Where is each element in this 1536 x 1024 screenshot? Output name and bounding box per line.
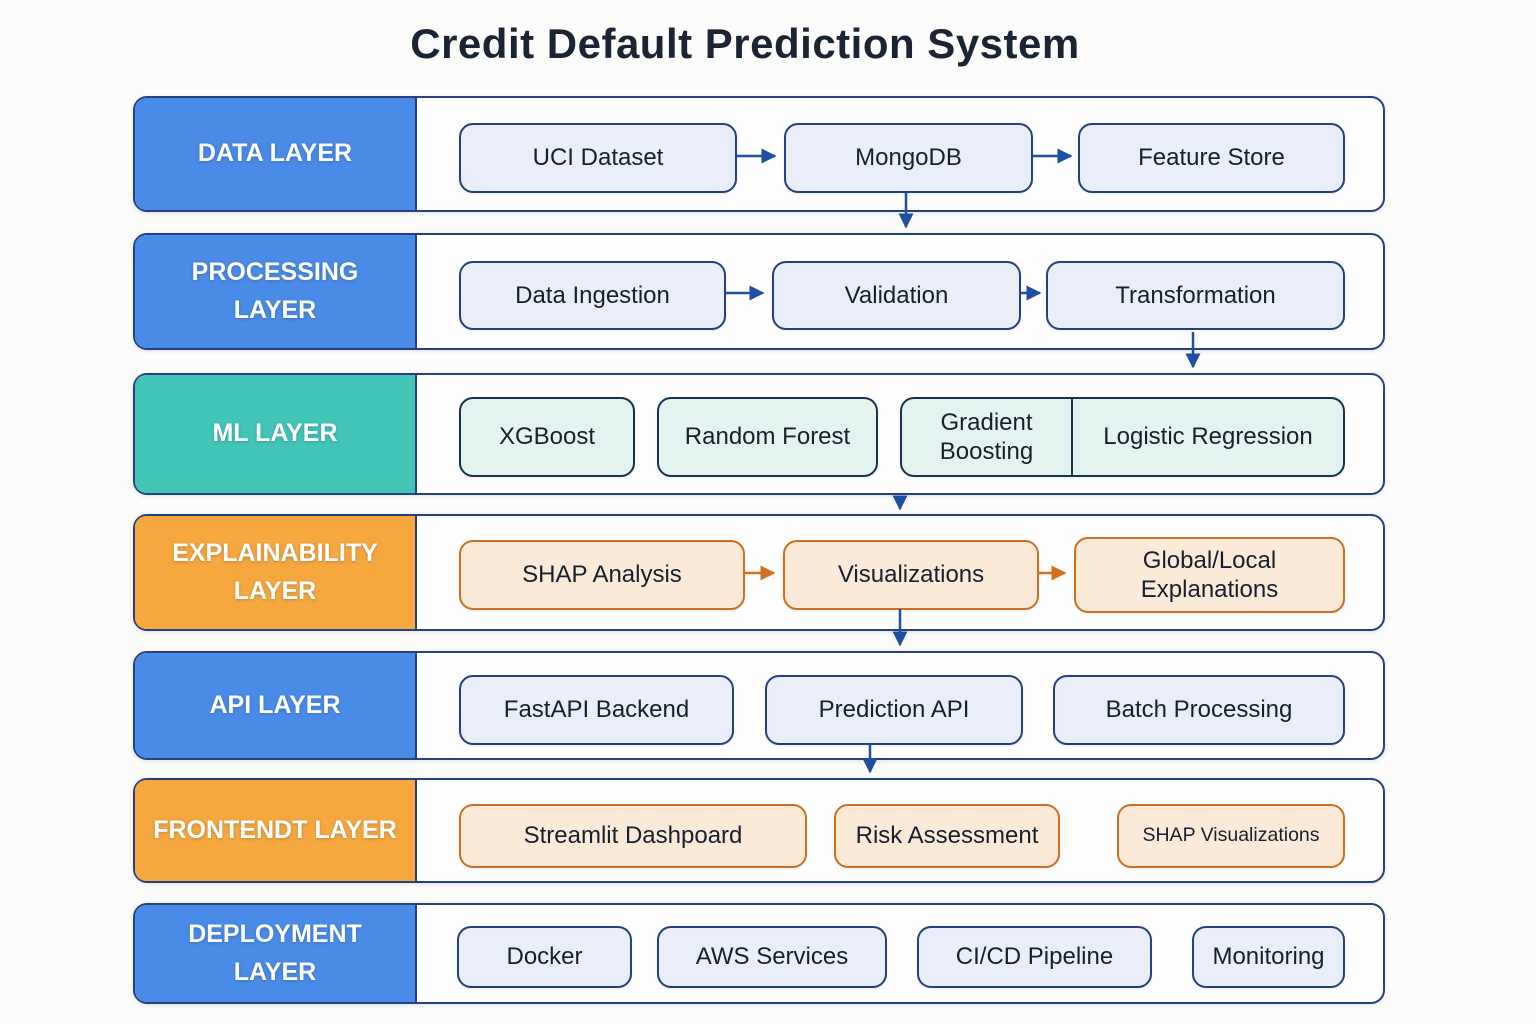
node-visualizations: Visualizations: [783, 540, 1039, 610]
node-risk-assessment: Risk Assessment: [834, 804, 1060, 868]
node-global-local-explanations: Global/Local Explanations: [1074, 537, 1345, 613]
node-xgboost: XGBoost: [459, 397, 635, 477]
node-shap-analysis: SHAP Analysis: [459, 540, 745, 610]
layer-label-api: API LAYER: [135, 653, 417, 758]
node-transformation: Transformation: [1046, 261, 1345, 330]
layer-label-processing: PROCESSING LAYER: [135, 235, 417, 348]
node-prediction-api: Prediction API: [765, 675, 1023, 745]
node-uci-dataset: UCI Dataset: [459, 123, 737, 193]
node-monitoring: Monitoring: [1192, 926, 1345, 988]
node-feature-store: Feature Store: [1078, 123, 1345, 193]
layer-row-explainability: EXPLAINABILITY LAYER SHAP Analysis Visua…: [133, 514, 1385, 631]
node-data-ingestion: Data Ingestion: [459, 261, 726, 330]
diagram-title: Credit Default Prediction System: [410, 20, 1080, 67]
layer-row-deployment: DEPLOYMENT LAYER Docker AWS Services CI/…: [133, 903, 1385, 1004]
node-fastapi-backend: FastAPI Backend: [459, 675, 734, 745]
node-ml-combo: Gradient Boosting Logistic Regression: [900, 397, 1345, 477]
node-shap-visualizations: SHAP Visualizations: [1117, 804, 1345, 868]
layer-label-deployment: DEPLOYMENT LAYER: [135, 905, 417, 1002]
layer-label-frontend: FRONTENDT LAYER: [135, 780, 417, 881]
node-streamlit-dashboard: Streamlit Dashpoard: [459, 804, 807, 868]
node-gradient-boosting: Gradient Boosting: [902, 399, 1073, 475]
layer-label-ml: ML LAYER: [135, 375, 417, 493]
node-batch-processing: Batch Processing: [1053, 675, 1345, 745]
node-aws-services: AWS Services: [657, 926, 887, 988]
layer-row-ml: ML LAYER XGBoost Random Forest Gradient …: [133, 373, 1385, 495]
node-validation: Validation: [772, 261, 1021, 330]
node-docker: Docker: [457, 926, 632, 988]
layer-row-processing: PROCESSING LAYER Data Ingestion Validati…: [133, 233, 1385, 350]
node-mongodb: MongoDB: [784, 123, 1033, 193]
layer-row-api: API LAYER FastAPI Backend Prediction API…: [133, 651, 1385, 760]
node-logistic-regression: Logistic Regression: [1103, 423, 1313, 451]
layer-row-data: DATA LAYER UCI Dataset MongoDB Feature S…: [133, 96, 1385, 212]
node-cicd-pipeline: CI/CD Pipeline: [917, 926, 1152, 988]
layer-row-frontend: FRONTENDT LAYER Streamlit Dashpoard Risk…: [133, 778, 1385, 883]
layer-label-data: DATA LAYER: [135, 98, 417, 210]
layer-label-explainability: EXPLAINABILITY LAYER: [135, 516, 417, 629]
node-random-forest: Random Forest: [657, 397, 878, 477]
